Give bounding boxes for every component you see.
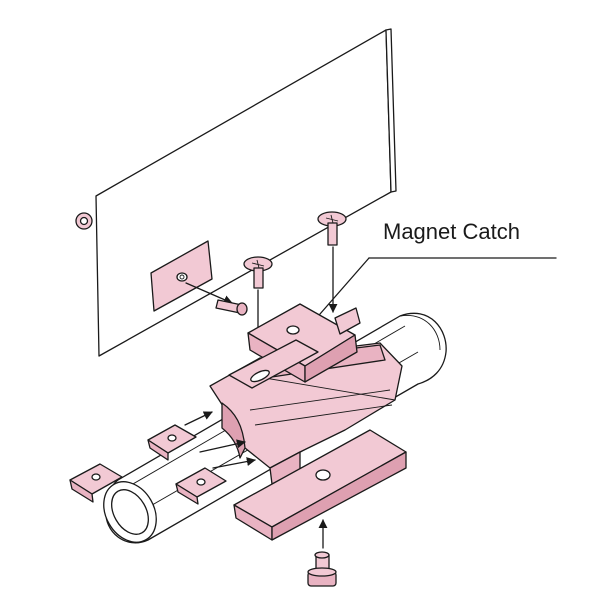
base-plate [233, 429, 407, 541]
slide-nut-1 [147, 411, 213, 461]
catch-screw-left [243, 256, 273, 351]
plate-screw [185, 282, 248, 316]
slide-arrow-middle [199, 439, 246, 453]
slide-nut-2 [69, 463, 123, 503]
magnet-catch-block [228, 303, 361, 389]
bottom-screw [307, 519, 337, 587]
catch-screw-right [317, 211, 347, 313]
catch-plate [150, 240, 213, 312]
slide-nut-3 [175, 457, 256, 505]
magnet-catch-label: Magnet Catch [383, 219, 520, 244]
panel-nut [75, 212, 93, 230]
callout-leader-diagonal [312, 257, 370, 323]
